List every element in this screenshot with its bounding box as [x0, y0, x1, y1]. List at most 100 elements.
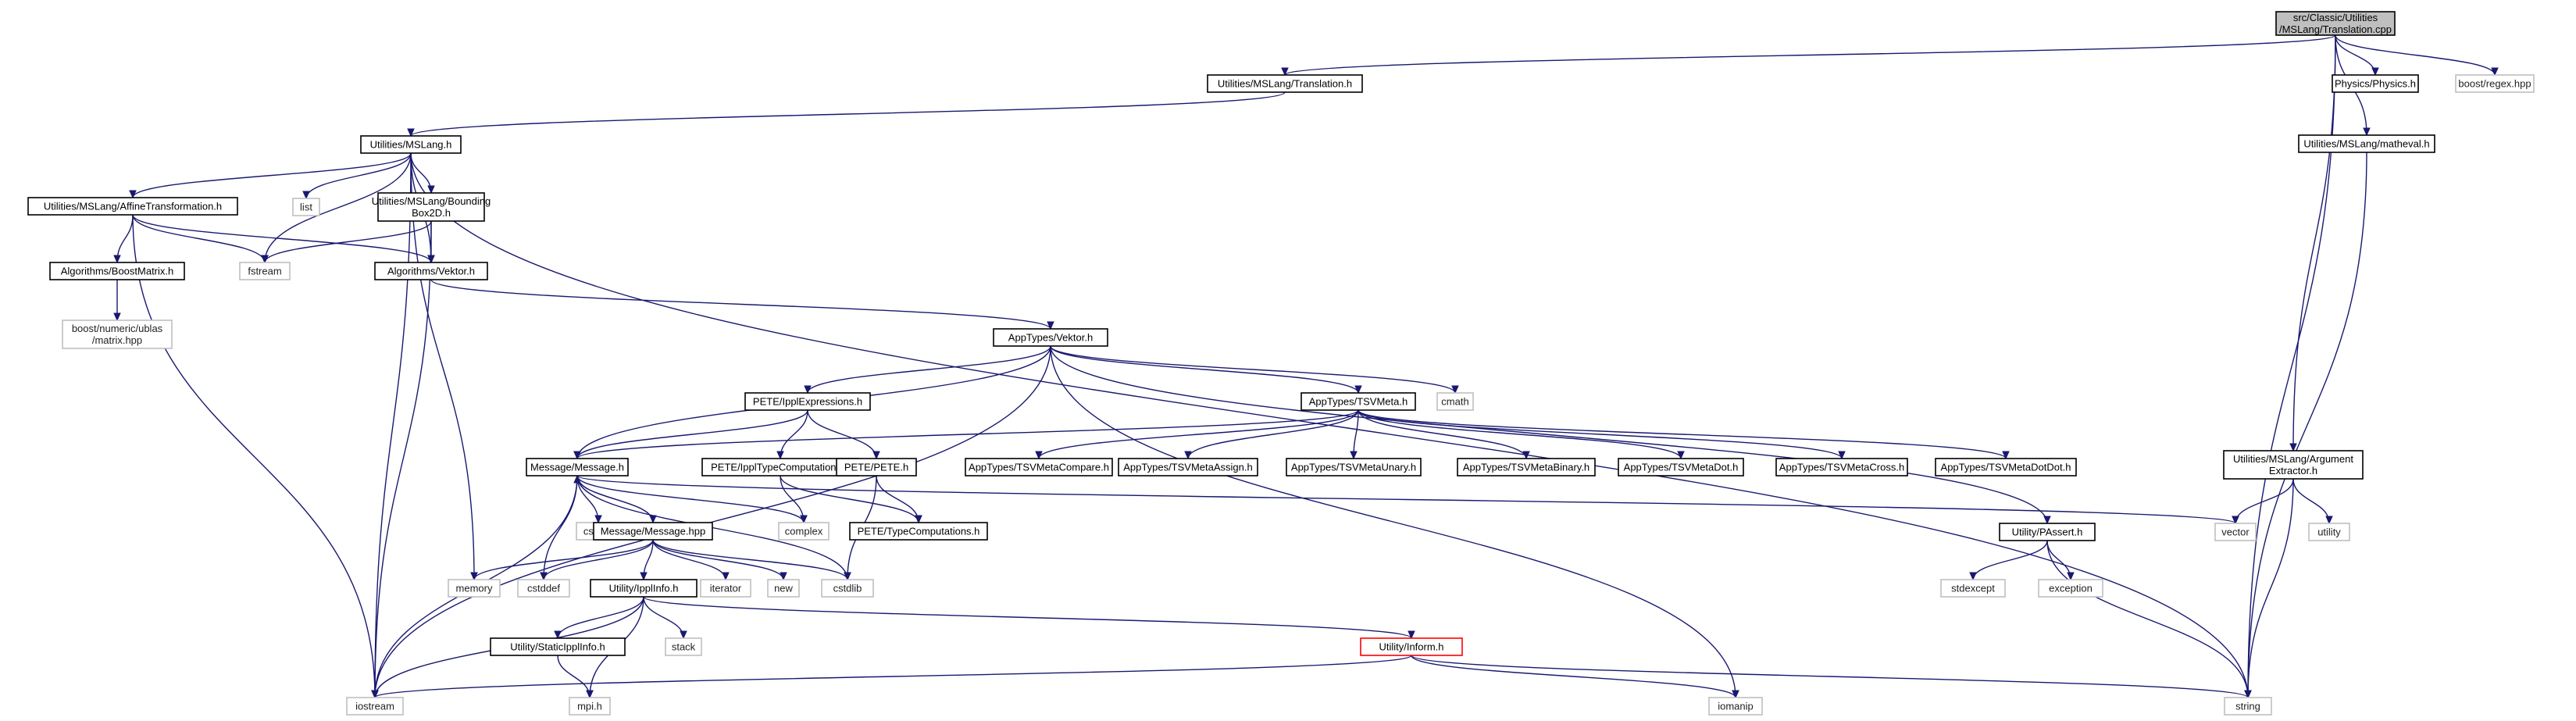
node-tsvmeta-h[interactable]: AppTypes/TSVMeta.h: [1300, 392, 1416, 411]
edge-pete_h-to-pete_typecomp_h: [876, 475, 922, 524]
edge-arrowhead: [1969, 572, 1977, 581]
node-label: Utility/StaticIpplInfo.h: [510, 641, 605, 653]
edge-tsvmeta_h-to-tsv_binary: [1358, 409, 1530, 460]
node-message-h[interactable]: Message/Message.h: [526, 458, 629, 477]
node-fstream: fstream: [239, 262, 291, 280]
edge-line: [557, 655, 590, 698]
node-stdexcept: stdexcept: [1940, 579, 2006, 598]
edge-line: [1050, 345, 1736, 698]
edge-arrowhead: [2325, 516, 2333, 525]
node-ipplinfo-h[interactable]: Utility/IpplInfo.h: [590, 579, 698, 598]
node-label: Utility/Inform.h: [1379, 641, 1443, 653]
node-tsv-dot[interactable]: AppTypes/TSVMetaDot.h: [1618, 458, 1744, 477]
node-box: [665, 637, 702, 656]
node-label: vector: [2221, 526, 2250, 538]
node-box: [49, 262, 185, 280]
edge-line: [807, 409, 877, 459]
node-box: [1618, 458, 1744, 477]
node-physics-h[interactable]: Physics/Physics.h: [2332, 74, 2419, 93]
node-label: /MSLang/Translation.cpp: [2279, 23, 2392, 35]
edge-line: [473, 539, 654, 580]
node-ippl-expr-h[interactable]: PETE/IpplExpressions.h: [744, 392, 871, 411]
edge-argext_h-to-vector: [2232, 478, 2294, 525]
edge-arrowhead: [2289, 443, 2297, 452]
node-label: new: [774, 583, 793, 594]
node-message-hpp[interactable]: Message/Message.hpp: [593, 522, 713, 541]
node-pete-h[interactable]: PETE/PETE.h: [836, 458, 917, 477]
edge-line: [1187, 409, 1359, 459]
edge-root-to-regex: [2335, 34, 2499, 77]
node-label: Utilities/MSLang/AffineTransformation.h: [44, 201, 222, 212]
node-label: utility: [2317, 526, 2341, 538]
node-ippl-type-h[interactable]: PETE/IpplTypeComputations.h: [701, 458, 859, 477]
edge-line: [1050, 345, 1456, 394]
nodes-layer: src/Classic/Utilities/MSLang/Translation…: [27, 11, 2535, 716]
node-tsv-unary[interactable]: AppTypes/TSVMetaUnary.h: [1286, 458, 1422, 477]
edge-line: [576, 475, 805, 523]
edge-line: [132, 152, 412, 198]
edge-arrowhead: [1350, 451, 1358, 460]
edge-arrowhead: [1408, 630, 1415, 640]
edge-line: [807, 345, 1051, 394]
node-box: [517, 579, 570, 598]
node-alg-vektor-h[interactable]: Algorithms/Vektor.h: [374, 262, 488, 280]
node-boostmatrix-h[interactable]: Algorithms/BoostMatrix.h: [49, 262, 185, 280]
edge-message_h-to-vector: [576, 475, 2239, 525]
node-label: Utility/PAssert.h: [2012, 526, 2083, 538]
node-box: [360, 135, 462, 154]
node-tsv-compare[interactable]: AppTypes/TSVMetaCompare.h: [965, 458, 1113, 477]
edge-message_hpp-to-iterator: [652, 539, 730, 581]
node-label: cstdlib: [833, 583, 862, 594]
node-tsv-binary[interactable]: AppTypes/TSVMetaBinary.h: [1457, 458, 1596, 477]
node-matheval-h[interactable]: Utilities/MSLang/matheval.h: [2298, 134, 2435, 153]
node-mslang-h[interactable]: Utilities/MSLang.h: [360, 135, 462, 154]
edge-app_vektor_h-to-passert_h: [1050, 345, 2051, 525]
node-iostream: iostream: [346, 697, 404, 716]
node-label: mpi.h: [577, 701, 602, 712]
node-box: [836, 458, 917, 477]
node-label: AppTypes/Vektor.h: [1008, 332, 1093, 344]
edge-tsvmeta_h-to-tsv_unary: [1350, 409, 1359, 460]
node-label: AppTypes/TSVMetaCross.h: [1779, 462, 1904, 473]
node-box: [590, 579, 698, 598]
node-inform-h[interactable]: Utility/Inform.h: [1360, 637, 1463, 656]
node-pete-typecomp-h[interactable]: PETE/TypeComputations.h: [849, 522, 988, 541]
node-label: Message/Message.hpp: [601, 526, 705, 537]
node-box: [346, 697, 404, 716]
edge-line: [780, 475, 919, 523]
edge-line: [132, 214, 432, 263]
edge-line: [1411, 655, 2249, 698]
edge-line: [1050, 345, 2048, 524]
node-label: Extractor.h: [2269, 465, 2317, 477]
node-label: complex: [785, 526, 823, 537]
edge-arrowhead: [554, 630, 562, 640]
node-app-vektor-h[interactable]: AppTypes/Vektor.h: [993, 328, 1108, 347]
node-staticippl-h[interactable]: Utility/StaticIpplInfo.h: [490, 637, 626, 656]
edge-tsvmeta_h-to-tsv_dot: [1358, 409, 1685, 460]
node-tsv-cross[interactable]: AppTypes/TSVMetaCross.h: [1775, 458, 1908, 477]
node-label: Utilities/MSLang/Translation.h: [1218, 78, 1352, 90]
node-label: AppTypes/TSVMetaCompare.h: [969, 462, 1109, 473]
node-passert-h[interactable]: Utility/PAssert.h: [1999, 523, 2096, 541]
node-tsv-assign[interactable]: AppTypes/TSVMetaAssign.h: [1118, 458, 1258, 477]
node-affine-h[interactable]: Utilities/MSLang/AffineTransformation.h: [27, 197, 238, 216]
edge-translation_h-to-mslang_h: [407, 91, 1286, 137]
node-label: PETE/IpplTypeComputations.h: [711, 462, 850, 473]
edge-arrowhead: [722, 572, 730, 581]
edge-line: [643, 596, 684, 639]
edge-arrowhead: [2244, 690, 2252, 699]
edge-tsvmeta_h-to-tsv_dotdot: [1358, 409, 2010, 460]
node-root[interactable]: src/Classic/Utilities/MSLang/Translation…: [2275, 11, 2396, 36]
node-label: boost/numeric/ublas: [72, 323, 163, 334]
edge-arrowhead: [129, 190, 137, 199]
node-box: [292, 198, 320, 216]
node-iomanip: iomanip: [1708, 697, 1763, 716]
node-box: [62, 319, 173, 349]
node-label: Algorithms/Vektor.h: [387, 266, 475, 277]
edge-line: [374, 152, 412, 698]
node-translation-h[interactable]: Utilities/MSLang/Translation.h: [1207, 74, 1363, 93]
node-tsv-dotdot[interactable]: AppTypes/TSVMetaDotDot.h: [1935, 458, 2077, 477]
node-string: string: [2224, 697, 2272, 716]
